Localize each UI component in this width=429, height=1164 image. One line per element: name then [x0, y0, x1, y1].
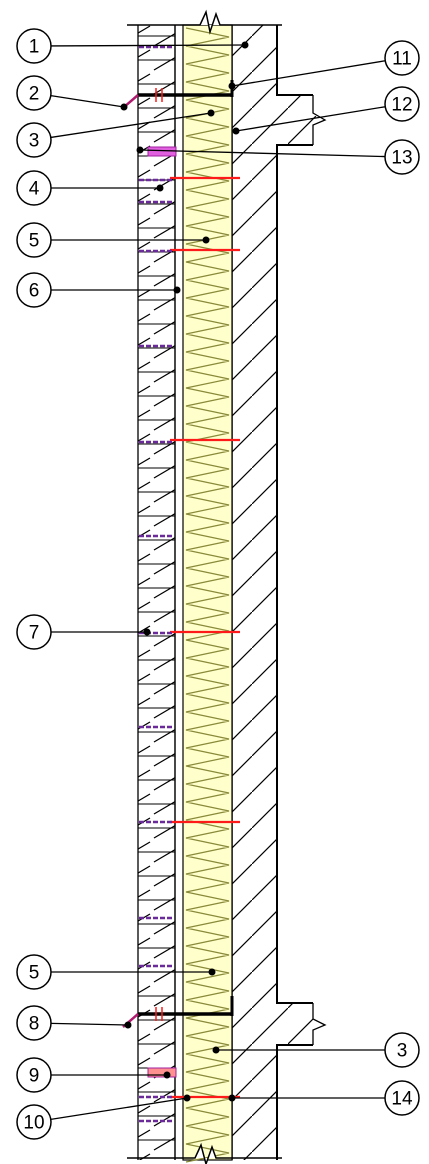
- leader-dot-c2: [120, 103, 128, 111]
- callout-number: 10: [23, 1113, 44, 1134]
- callout-number: 5: [29, 963, 40, 984]
- callout-circle: [384, 40, 420, 76]
- leader-line-c10: [50, 1097, 188, 1121]
- wall-ties: [170, 176, 240, 1099]
- leader-dot-c12: [232, 127, 240, 135]
- callout-circle: [16, 954, 52, 990]
- callout-circle: [384, 139, 420, 175]
- callout-c3b: 3: [384, 1032, 420, 1068]
- leader-dot-c9: [163, 1071, 171, 1079]
- callout-c5b: 5: [16, 954, 52, 990]
- callout-circle: [16, 1005, 52, 1041]
- insulation-fill: [182, 24, 233, 1161]
- leader-lines: [50, 41, 386, 1121]
- leader-line-c3a: [50, 112, 212, 139]
- leader-dot-c14: [228, 1094, 236, 1102]
- callout-circle: [16, 75, 52, 111]
- leader-line-c8: [50, 1022, 129, 1026]
- callout-c3a: 3: [16, 122, 52, 158]
- callout-number: 3: [397, 1041, 408, 1062]
- concrete-wall: [231, 25, 327, 1160]
- callout-c11: 11: [384, 40, 420, 76]
- callout-c1: 1: [16, 28, 52, 64]
- leader-line-c2: [50, 94, 125, 108]
- callout-number: 11: [392, 49, 412, 70]
- lower-slab: [277, 1003, 325, 1045]
- leader-line-c13: [139, 149, 386, 158]
- leader-line-c11: [231, 60, 386, 87]
- callout-c4: 4: [16, 170, 52, 206]
- callout-number: 9: [29, 1066, 40, 1087]
- leader-dot-c3b: [212, 1046, 220, 1054]
- callout-circle: [16, 222, 52, 258]
- callout-c2: 2: [16, 75, 52, 111]
- callout-number: 8: [29, 1014, 40, 1035]
- callout-number: 6: [29, 281, 40, 302]
- insulation-zigzag: [185, 27, 230, 1163]
- callout-number: 4: [29, 179, 40, 200]
- callout-circle: [16, 1057, 52, 1093]
- concrete-outline-upper: [276, 25, 313, 96]
- callout-number: 3: [29, 131, 40, 152]
- leader-dot-c3a: [207, 109, 215, 117]
- callout-c13: 13: [384, 139, 420, 175]
- callout-number: 14: [391, 1089, 413, 1110]
- top-break-line: [127, 9, 282, 35]
- leader-dot-c8: [124, 1021, 132, 1029]
- callout-circle: [16, 272, 52, 308]
- callout-circle: [16, 614, 52, 650]
- callout-number: 13: [391, 148, 412, 169]
- callout-c14: 14: [384, 1080, 420, 1116]
- callout-circle: [16, 170, 52, 206]
- callout-number: 12: [391, 95, 412, 116]
- callout-circle: [384, 86, 420, 122]
- callout-circle: [16, 1104, 52, 1140]
- brick-leaf-body: [138, 25, 175, 1160]
- concrete-wall-body: [232, 25, 277, 1160]
- leader-line-c12: [235, 106, 386, 132]
- bottom-break-line: [127, 1142, 282, 1164]
- leader-dot-c11: [228, 82, 236, 90]
- callout-number: 2: [29, 84, 40, 105]
- leader-dot-c5b: [208, 968, 216, 976]
- callout-c5a: 5: [16, 222, 52, 258]
- callout-circle: [16, 122, 52, 158]
- callout-c10: 10: [16, 1104, 52, 1140]
- callout-c9: 9: [16, 1057, 52, 1093]
- callout-number: 7: [29, 623, 40, 644]
- callout-c7: 7: [16, 614, 52, 650]
- leader-dot-c13: [136, 146, 144, 154]
- callout-c12: 12: [384, 86, 420, 122]
- slab-break-lower: [312, 1003, 327, 1045]
- leader-dot-c5a: [202, 236, 210, 244]
- concrete-outline-lower: [276, 1044, 313, 1160]
- movement-joint-seal-lower: [147, 1067, 177, 1078]
- callout-number: 1: [29, 37, 40, 58]
- leader-line-c1: [50, 44, 246, 47]
- callout-c6: 6: [16, 272, 52, 308]
- brick-leaf: [137, 25, 176, 1160]
- insulation-layer: [174, 24, 233, 1163]
- callout-circle: [384, 1080, 420, 1116]
- leader-dot-c4: [156, 184, 164, 192]
- leader-dot-c6: [173, 286, 181, 294]
- bed-joint-marks: [139, 45, 172, 1123]
- callout-number: 5: [29, 231, 40, 252]
- leader-dot-c10: [183, 1094, 191, 1102]
- concrete-outline-mid: [276, 144, 313, 1004]
- callout-c8: 8: [16, 1005, 52, 1041]
- movement-joint-seal-upper: [147, 146, 177, 157]
- leader-dot-c1: [241, 41, 249, 49]
- callout-circle: [384, 1032, 420, 1068]
- slab-break-upper: [312, 95, 327, 145]
- callout-circle: [16, 28, 52, 64]
- leader-dot-c7: [143, 628, 151, 636]
